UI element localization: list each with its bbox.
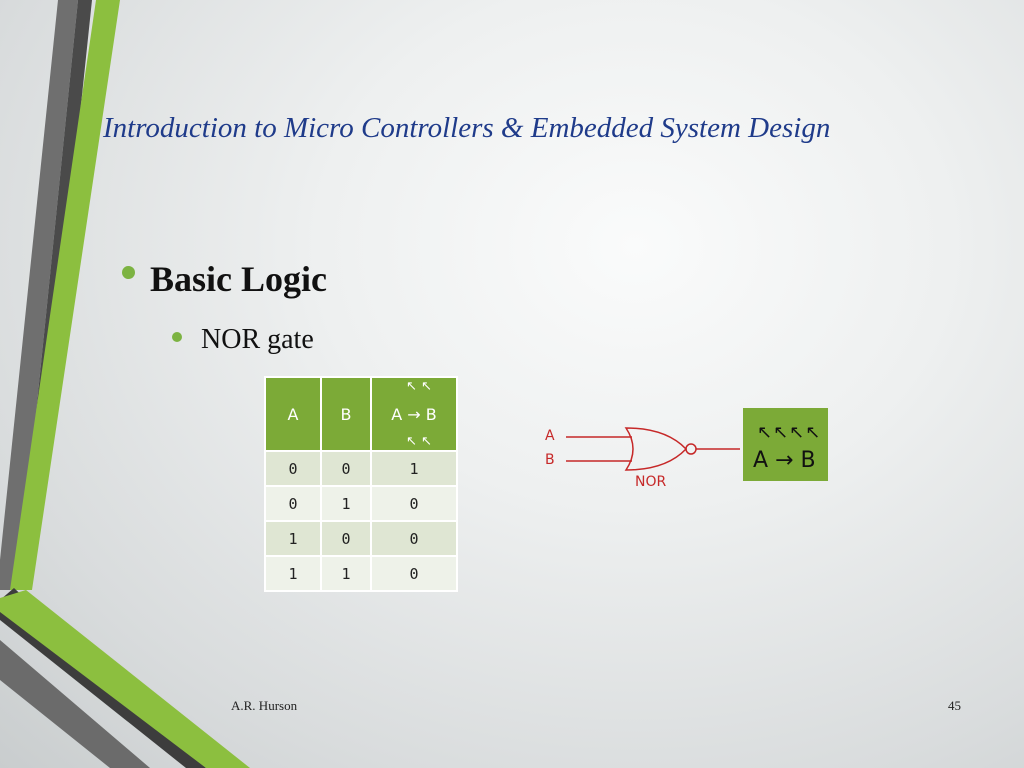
table-cell: 0 (264, 485, 322, 522)
slide-title: Introduction to Micro Controllers & Embe… (103, 112, 831, 144)
table-row: 1 0 0 (264, 520, 458, 557)
truth-table: A B ↖ ↖ A → B ↖ ↖ 0 0 1 0 1 0 1 0 0 1 1 … (264, 376, 458, 592)
table-cell: 0 (320, 520, 372, 557)
table-cell: 0 (320, 450, 372, 487)
truth-table-header: A B ↖ ↖ A → B ↖ ↖ (264, 376, 458, 452)
table-cell: 0 (370, 520, 458, 557)
table-cell: 1 (370, 450, 458, 487)
table-cell: 1 (320, 555, 372, 592)
table-cell: 0 (264, 450, 322, 487)
nor-gate-symbol (566, 427, 740, 471)
box-arrows: ↖↖↖↖ (757, 422, 822, 443)
gate-input-a-label: A (545, 428, 555, 444)
header-output: ↖ ↖ A → B ↖ ↖ (370, 376, 458, 452)
gate-input-b-label: B (545, 452, 555, 468)
table-row: 0 1 0 (264, 485, 458, 522)
table-cell: 1 (264, 520, 322, 557)
header-a: A (264, 376, 322, 452)
table-row: 0 0 1 (264, 450, 458, 487)
box-expression: A → B (753, 448, 816, 473)
table-cell: 0 (370, 485, 458, 522)
table-cell: 1 (264, 555, 322, 592)
header-b: B (320, 376, 372, 452)
gate-name-label: NOR (635, 474, 667, 490)
page-number: 45 (948, 698, 961, 713)
footer-author: A.R. Hurson (231, 698, 298, 713)
output-expression-box: ↖↖↖↖ A → B (743, 408, 828, 481)
bullet-basic-logic: Basic Logic (150, 259, 327, 299)
table-row: 1 1 0 (264, 555, 458, 592)
bullet-dot (122, 266, 135, 279)
header-arrows-top: ↖ ↖ (406, 379, 432, 394)
bullet-nor-gate: NOR gate (201, 324, 314, 355)
header-output-label: A → B (391, 404, 437, 424)
table-cell: 1 (320, 485, 372, 522)
table-cell: 0 (370, 555, 458, 592)
bullet-dot (172, 332, 182, 342)
header-arrows-bottom: ↖ ↖ (406, 434, 432, 449)
